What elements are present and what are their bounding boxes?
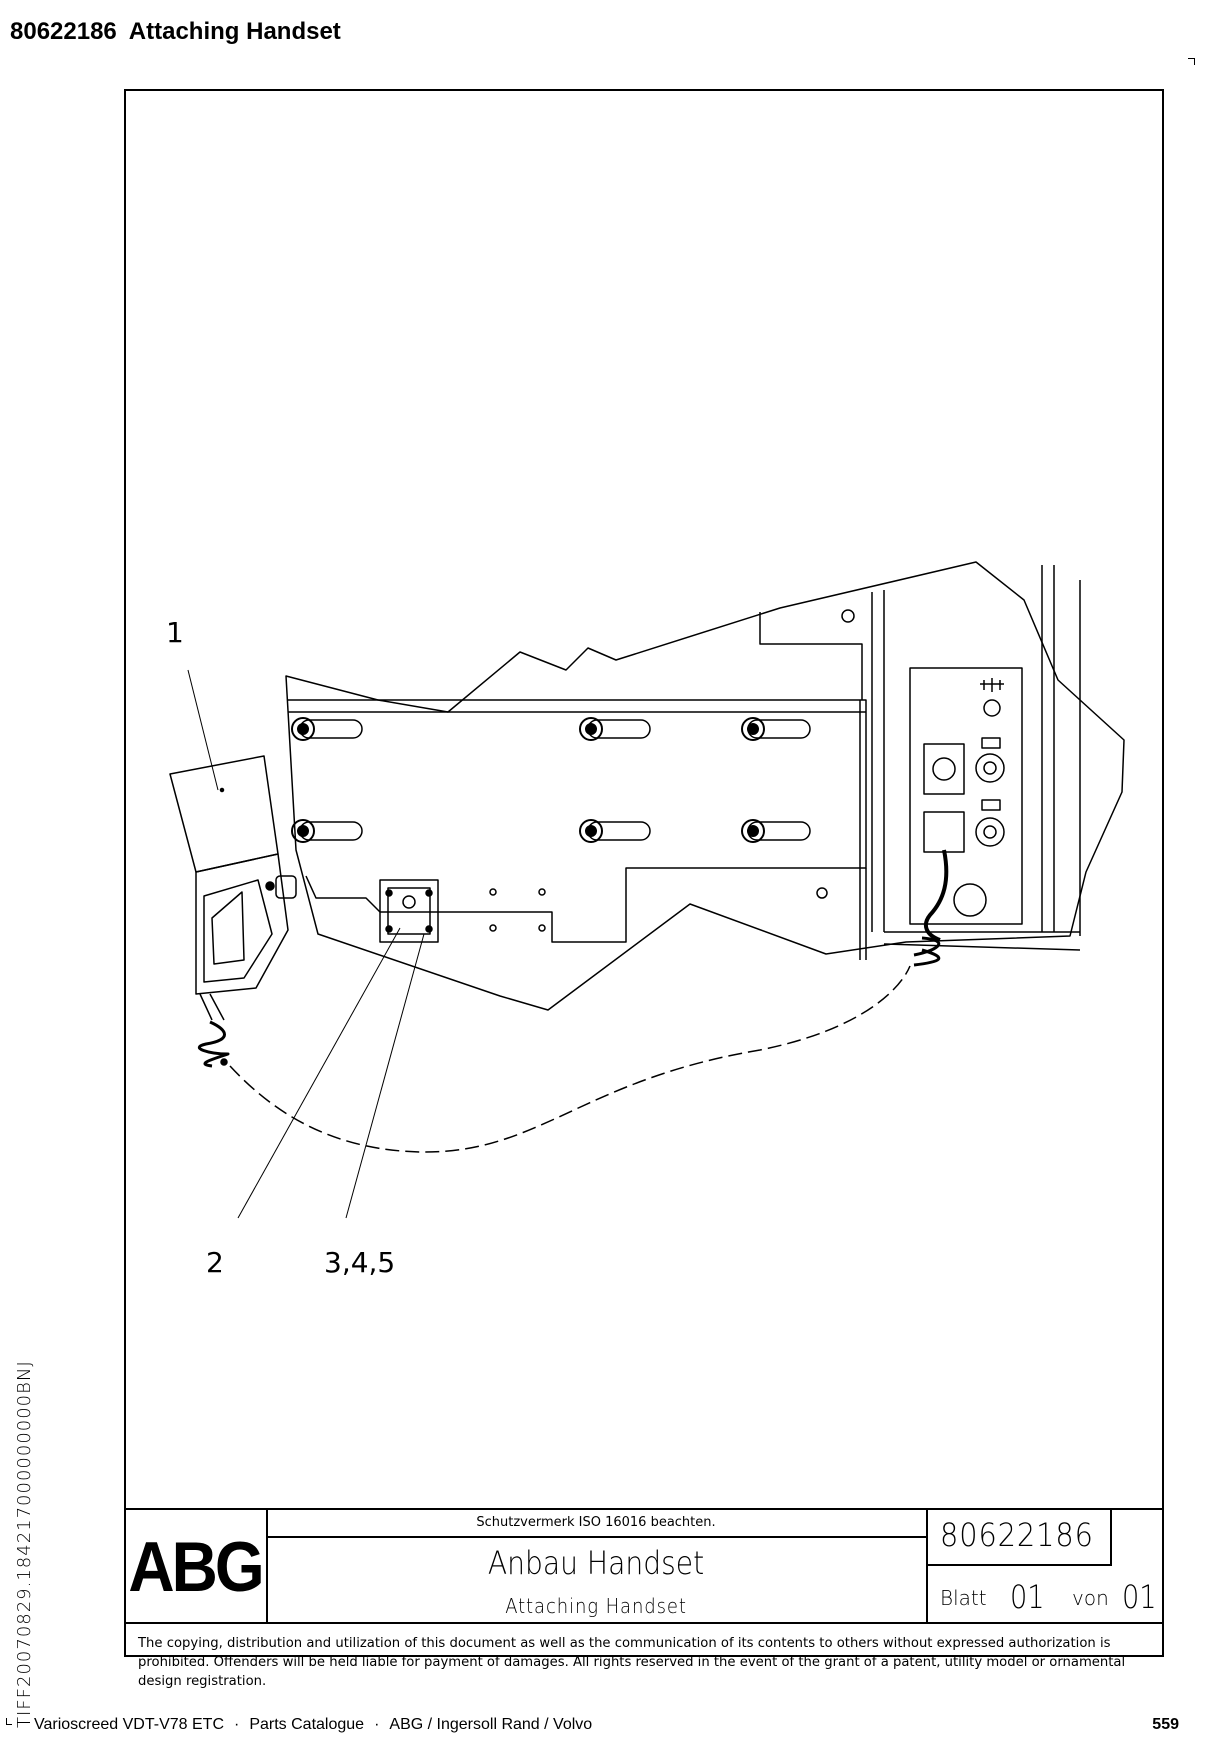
- title-block: ABG Schutzvermerk ISO 16016 beachten. An…: [124, 1508, 1164, 1624]
- number-area: 80622186 Blatt 01 von 01: [926, 1510, 1164, 1624]
- breakout-outline: [285, 561, 1125, 1011]
- dashed-cable: [229, 965, 911, 1153]
- of-label: von: [1072, 1586, 1109, 1610]
- protection-note: Schutzvermerk ISO 16016 beachten.: [266, 1510, 926, 1538]
- drawing-number: 80622186: [940, 1516, 1094, 1554]
- page-footer: Varioscreed VDT-V78 ETC·Parts Catalogue·…: [34, 1716, 593, 1733]
- mounting-plate: [288, 699, 867, 943]
- tiff-code: TIFF20070829.184217000000000BNJ: [14, 1360, 35, 1728]
- callout-1: 1: [166, 616, 184, 649]
- page-title: 80622186 Attaching Handset: [10, 18, 341, 46]
- callout-2: 2: [206, 1246, 224, 1279]
- page-number: 559: [1152, 1716, 1179, 1733]
- sheet-info: Blatt 01 von 01: [926, 1566, 1164, 1624]
- copyright-notice: The copying, distribution and utilizatio…: [138, 1636, 1126, 1689]
- callout-3-4-5: 3,4,5: [324, 1246, 395, 1279]
- sheet-value: 01: [1010, 1578, 1045, 1616]
- bolts: [291, 717, 765, 843]
- part-number: 80622186: [10, 18, 117, 45]
- side-tick: [6, 1718, 12, 1725]
- control-panel: [909, 667, 1023, 925]
- footer-brands: ABG / Ingersoll Rand / Volvo: [389, 1716, 593, 1733]
- right-cable: [923, 849, 949, 942]
- of-value: 01: [1122, 1578, 1157, 1616]
- abg-logo: ABG: [124, 1510, 268, 1624]
- drawing-number-cell: 80622186: [926, 1510, 1112, 1566]
- handset: [169, 755, 297, 1068]
- sheet-label: Blatt: [940, 1586, 987, 1610]
- title-german: Anbau Handset: [487, 1544, 705, 1582]
- title: Attaching Handset: [128, 18, 341, 45]
- copyright-box: [124, 1622, 1164, 1659]
- footer-product: Varioscreed VDT-V78 ETC: [34, 1716, 224, 1733]
- bracket: [379, 879, 439, 943]
- title-english: Attaching Handset: [505, 1594, 687, 1618]
- slots: [299, 719, 811, 841]
- corner-mark: [1188, 58, 1195, 65]
- drawing-frame: [124, 89, 1164, 1657]
- footer-catalogue: Parts Catalogue: [249, 1716, 365, 1733]
- title-area: Schutzvermerk ISO 16016 beachten. Anbau …: [266, 1510, 928, 1624]
